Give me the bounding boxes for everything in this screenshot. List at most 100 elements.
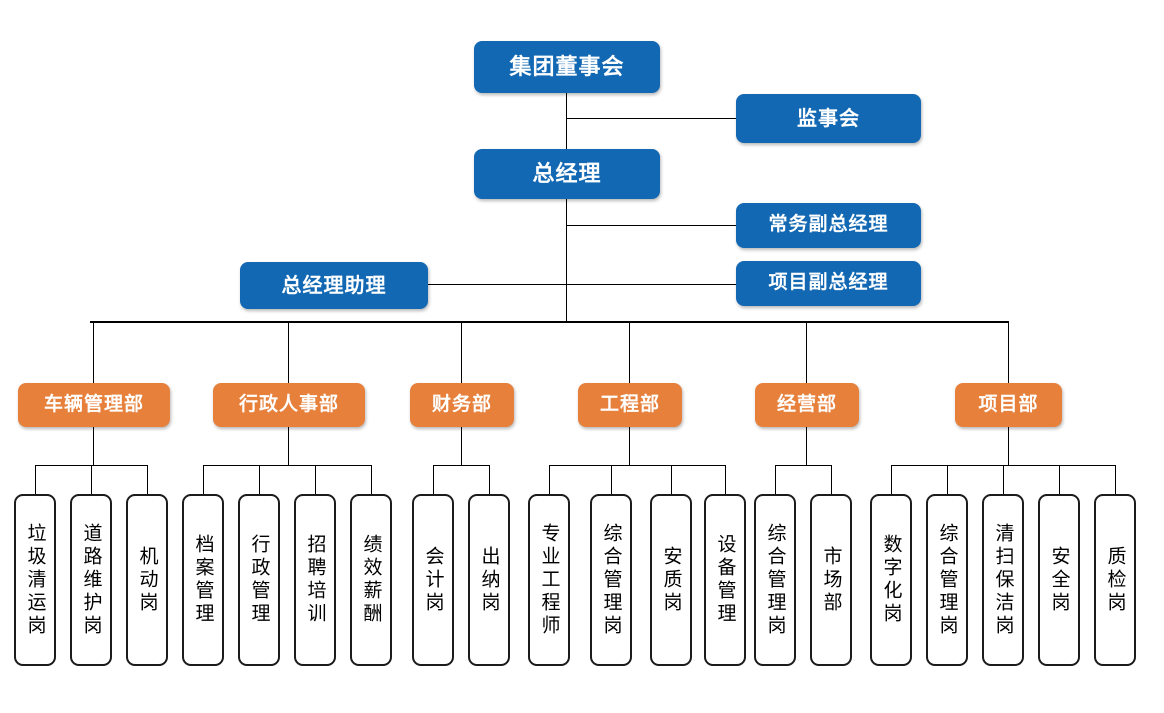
leaf-node-label: 综合管理岗 — [600, 522, 622, 638]
leaf-node[interactable]: 质检岗 — [1094, 494, 1136, 666]
node-department-operations-label: 经营部 — [776, 393, 837, 415]
leaf-node[interactable]: 综合管理岗 — [754, 494, 796, 666]
leaf-node-label: 设备管理 — [714, 534, 736, 626]
leaf-node[interactable]: 会计岗 — [412, 494, 454, 666]
connector-board-to-gm — [566, 93, 567, 150]
leaf-node[interactable]: 专业工程师 — [528, 494, 570, 666]
leaf-node-label: 综合管理岗 — [764, 522, 786, 638]
node-department-finance[interactable]: 财务部 — [410, 383, 514, 427]
leaf-node[interactable]: 档案管理 — [182, 494, 224, 666]
leaf-node[interactable]: 数字化岗 — [870, 494, 912, 666]
leaf-node[interactable]: 安全岗 — [1038, 494, 1080, 666]
connector-gm-to-project-vp — [566, 284, 737, 285]
leaf-node-label: 出纳岗 — [478, 545, 500, 615]
node-department-vehicle-label: 车辆管理部 — [43, 393, 144, 415]
leaf-node[interactable]: 道路维护岗 — [70, 494, 112, 666]
connector-gm-assistant — [428, 284, 567, 285]
node-department-operations[interactable]: 经营部 — [755, 383, 859, 427]
connector-leaf-drop — [371, 465, 372, 494]
leaf-node-label: 综合管理岗 — [936, 522, 958, 638]
node-department-admin-hr-label: 行政人事部 — [238, 393, 339, 415]
connector-stem-vehicle — [93, 427, 94, 466]
leaf-node-label: 清扫保洁岗 — [992, 522, 1014, 638]
leaf-node[interactable]: 综合管理岗 — [590, 494, 632, 666]
leaf-node-label: 质检岗 — [1104, 545, 1126, 615]
leaf-node[interactable]: 安质岗 — [650, 494, 692, 666]
connector-leaf-drop — [1059, 465, 1060, 494]
node-project-vice-gm[interactable]: 项目副总经理 — [736, 261, 921, 306]
connector-gm-to-exec-vp — [566, 225, 737, 226]
leaf-node[interactable]: 清扫保洁岗 — [982, 494, 1024, 666]
leaf-node-label: 行政管理 — [248, 534, 270, 626]
leaf-node-label: 道路维护岗 — [80, 522, 102, 638]
connector-drop-finance — [461, 321, 462, 383]
connector-leaf-drop — [947, 465, 948, 494]
leaf-node-label: 市场部 — [820, 545, 842, 615]
connector-leaf-drop — [831, 465, 832, 494]
node-general-manager[interactable]: 总经理 — [474, 149, 660, 199]
node-department-engineering-label: 工程部 — [599, 393, 660, 415]
leaf-node-label: 垃圾清运岗 — [24, 522, 46, 638]
leaf-node-label: 会计岗 — [422, 545, 444, 615]
node-department-finance-label: 财务部 — [431, 393, 492, 415]
node-gm-assistant-label: 总经理助理 — [281, 274, 387, 297]
leaf-node-label: 专业工程师 — [538, 522, 560, 638]
node-department-admin-hr[interactable]: 行政人事部 — [213, 383, 365, 427]
subbus-operations — [775, 465, 831, 466]
leaf-node[interactable]: 行政管理 — [238, 494, 280, 666]
leaf-node-label: 绩效薪酬 — [360, 534, 382, 626]
connector-board-to-supervisory — [566, 118, 737, 119]
node-executive-vice-gm[interactable]: 常务副总经理 — [736, 203, 921, 248]
connector-leaf-drop — [549, 465, 550, 494]
connector-stem-operations — [806, 427, 807, 466]
leaf-node-label: 数字化岗 — [880, 534, 902, 626]
connector-leaf-drop — [891, 465, 892, 494]
connector-drop-project — [1008, 321, 1009, 383]
connector-leaf-drop — [91, 465, 92, 494]
node-supervisory-board-label: 监事会 — [797, 107, 860, 130]
connector-drop-vehicle — [93, 321, 94, 383]
connector-leaf-drop — [203, 465, 204, 494]
leaf-node[interactable]: 设备管理 — [704, 494, 746, 666]
node-department-vehicle[interactable]: 车辆管理部 — [18, 383, 170, 427]
connector-drop-operations — [806, 321, 807, 383]
leaf-node-label: 安质岗 — [660, 545, 682, 615]
subbus-admin-hr — [203, 465, 371, 466]
connector-leaf-drop — [671, 465, 672, 494]
node-gm-assistant[interactable]: 总经理助理 — [240, 262, 428, 309]
node-project-vice-gm-label: 项目副总经理 — [768, 272, 889, 294]
node-executive-vice-gm-label: 常务副总经理 — [768, 214, 889, 236]
connector-gm-down — [566, 199, 567, 322]
connector-leaf-drop — [433, 465, 434, 494]
leaf-node[interactable]: 垃圾清运岗 — [14, 494, 56, 666]
node-department-project[interactable]: 项目部 — [955, 383, 1062, 427]
connector-leaf-drop — [775, 465, 776, 494]
connector-leaf-drop — [315, 465, 316, 494]
node-supervisory-board[interactable]: 监事会 — [736, 94, 921, 143]
node-department-engineering[interactable]: 工程部 — [578, 383, 682, 427]
connector-main-bus — [90, 321, 1009, 323]
leaf-node[interactable]: 市场部 — [810, 494, 852, 666]
connector-leaf-drop — [489, 465, 490, 494]
node-board-of-directors-label: 集团董事会 — [509, 53, 625, 79]
node-board-of-directors[interactable]: 集团董事会 — [474, 41, 660, 93]
connector-stem-finance — [461, 427, 462, 466]
connector-stem-engineering — [629, 427, 630, 466]
subbus-finance — [433, 465, 489, 466]
connector-drop-engineering — [629, 321, 630, 383]
connector-leaf-drop — [147, 465, 148, 494]
connector-leaf-drop — [725, 465, 726, 494]
subbus-engineering — [549, 465, 725, 466]
leaf-node[interactable]: 出纳岗 — [468, 494, 510, 666]
connector-leaf-drop — [1115, 465, 1116, 494]
connector-stem-admin-hr — [288, 427, 289, 466]
leaf-node[interactable]: 绩效薪酬 — [350, 494, 392, 666]
connector-leaf-drop — [35, 465, 36, 494]
connector-leaf-drop — [259, 465, 260, 494]
leaf-node[interactable]: 招聘培训 — [294, 494, 336, 666]
leaf-node[interactable]: 机动岗 — [126, 494, 168, 666]
connector-leaf-drop — [611, 465, 612, 494]
node-department-project-label: 项目部 — [978, 393, 1039, 415]
leaf-node[interactable]: 综合管理岗 — [926, 494, 968, 666]
connector-drop-admin-hr — [288, 321, 289, 383]
